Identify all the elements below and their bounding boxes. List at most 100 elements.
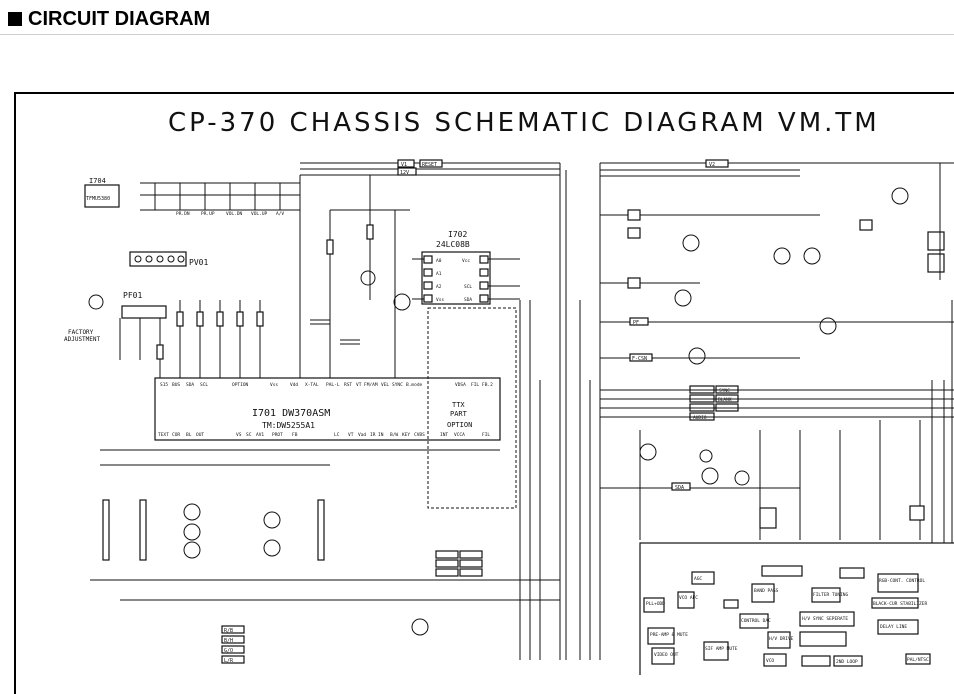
ic-i701-ref: I701 DW370ASM: [252, 408, 330, 419]
block-agc: AGC: [694, 576, 702, 582]
key-switch-row: [140, 175, 301, 380]
net-label-sda: SDA: [675, 485, 684, 491]
svg-text:AV1: AV1: [256, 432, 264, 438]
section-header: CIRCUIT DIAGRAM: [8, 6, 210, 32]
signal-tags: [600, 385, 954, 421]
key-pr-up: PR.UP: [201, 211, 215, 217]
net-label-lr: L/R: [224, 658, 234, 664]
block-sif-amp: SIF AMP MUTE: [705, 646, 738, 652]
svg-text:SC: SC: [246, 432, 252, 438]
net-tag-sda: [671, 482, 691, 491]
net-label-bh: B/H: [224, 638, 233, 644]
lower-left-components: [90, 449, 560, 636]
net-label-pf: PF: [633, 320, 639, 326]
svg-text:A1: A1: [436, 271, 442, 277]
block-video-out: VIDEO OUT: [654, 652, 679, 658]
net-label-rb: R/B: [224, 628, 233, 634]
svg-text:VEL: VEL: [381, 382, 389, 388]
block-hv-drive: H/V DRIVE: [769, 636, 794, 642]
svg-text:LC: LC: [334, 432, 340, 438]
ttx-line2: PART: [450, 410, 468, 418]
ic-i702-pins: [412, 255, 520, 303]
ic-i701-top-pins: S15 BUS SDA SCL OPTION Vss Vdd X-TAL PAL…: [160, 382, 493, 388]
svg-text:VT: VT: [356, 382, 362, 388]
right-ic-blocks: [643, 565, 931, 667]
net-tag-reset: [419, 159, 443, 168]
svg-text:FIL: FIL: [471, 382, 479, 388]
svg-text:OPTION: OPTION: [232, 382, 249, 388]
svg-text:X-TAL: X-TAL: [305, 382, 319, 388]
top-bus-wires: [300, 162, 954, 660]
svg-text:INT: INT: [440, 432, 448, 438]
svg-text:FB.2: FB.2: [482, 382, 493, 388]
far-right-wires: [931, 163, 953, 543]
svg-text:B.mode: B.mode: [406, 382, 423, 388]
i704-module: [84, 184, 120, 208]
factory-line2: ADJUSTMENT: [64, 336, 101, 343]
svg-text:SDA: SDA: [464, 297, 472, 303]
bottom-net-tags: [221, 550, 483, 664]
ic-i702-pin-labels: A0 A1 A2 Vss Vcc SCL SDA: [436, 258, 472, 303]
schematic-frame: [14, 92, 954, 694]
key-av: A/V: [276, 211, 284, 217]
svg-text:Vcc: Vcc: [462, 258, 470, 264]
svg-text:VT: VT: [348, 432, 354, 438]
ttx-option-area: [427, 307, 517, 509]
pf01-connector: [121, 305, 167, 319]
svg-text:S15: S15: [160, 382, 168, 388]
net-label-blank: BLANK: [718, 397, 732, 403]
svg-text:SYNC: SYNC: [392, 382, 403, 388]
svg-text:BUS: BUS: [172, 382, 180, 388]
ttx-line1: TTX: [452, 401, 465, 409]
svg-text:IR: IR: [370, 432, 376, 438]
vertical-bus: [519, 163, 601, 660]
block-control-dac: CONTROL DAC: [741, 618, 771, 624]
net-tag-pf: [629, 317, 649, 326]
resistor-ladder: [119, 300, 264, 380]
net-label-v2: V2: [709, 162, 715, 168]
svg-text:VDSA: VDSA: [455, 382, 466, 388]
svg-text:Vad: Vad: [358, 432, 366, 438]
svg-text:KEY: KEY: [402, 432, 410, 438]
right-middle-components: [600, 420, 925, 540]
ic-i701-bottom-pins: TEXT COR BL OUT VS SC AV1 PROT FB LC VT …: [158, 432, 490, 438]
net-label-sync: SYNC: [719, 388, 730, 394]
svg-text:BL: BL: [186, 432, 192, 438]
svg-text:A0: A0: [436, 258, 442, 264]
svg-text:TEXT: TEXT: [158, 432, 169, 438]
block-vco: VCO: [766, 658, 774, 664]
block-2nd-loop: 2ND LOOP: [836, 659, 858, 665]
net-label-audio: AUDIO: [693, 415, 707, 421]
ic-i702-part: 24LC08B: [436, 240, 470, 249]
svg-text:Vss: Vss: [436, 297, 444, 303]
block-black-cur: BLACK-CUR STABILIZER: [873, 601, 927, 607]
block-filter-tuning: FILTER TUNING: [813, 592, 849, 598]
block-rgb-control: RGB-CONT. CONTROL: [879, 578, 925, 584]
block-band-pass: BAND PASS: [754, 588, 779, 594]
svg-text:RST: RST: [344, 382, 352, 388]
right-lower-ic: [639, 542, 954, 675]
ic-i702-ref: I702: [448, 230, 467, 239]
svg-text:FIL: FIL: [482, 432, 490, 438]
svg-text:Vss: Vss: [270, 382, 278, 388]
block-delay-line: DELAY LINE: [880, 624, 907, 630]
svg-text:CVBS: CVBS: [414, 432, 425, 438]
pv01-connector: [129, 251, 187, 267]
block-hv-sync: H/V SYNC SEPERATE: [802, 616, 848, 622]
right-upper-components: [600, 187, 954, 365]
block-pll-odd: PLL+ODD: [646, 601, 665, 607]
net-tag-12v: [397, 167, 417, 176]
svg-text:Vdd: Vdd: [290, 382, 298, 388]
svg-text:VCCA: VCCA: [454, 432, 465, 438]
ic-i702-body: [421, 251, 491, 305]
key-pr-dn: PR.DN: [176, 211, 190, 217]
svg-text:SCL: SCL: [464, 284, 472, 290]
net-tag-fcsn: [629, 353, 653, 362]
header-divider: [0, 34, 954, 35]
q708-transistor: [88, 294, 104, 310]
svg-text:SCL: SCL: [200, 382, 208, 388]
svg-text:FB: FB: [292, 432, 298, 438]
schematic-title: CP-370 CHASSIS SCHEMATIC DIAGRAM VM.TM: [168, 108, 880, 138]
ic-i701-sub: TM:DW5255A1: [262, 421, 315, 430]
block-pal-ntsc: PAL/NTSC: [907, 657, 929, 663]
